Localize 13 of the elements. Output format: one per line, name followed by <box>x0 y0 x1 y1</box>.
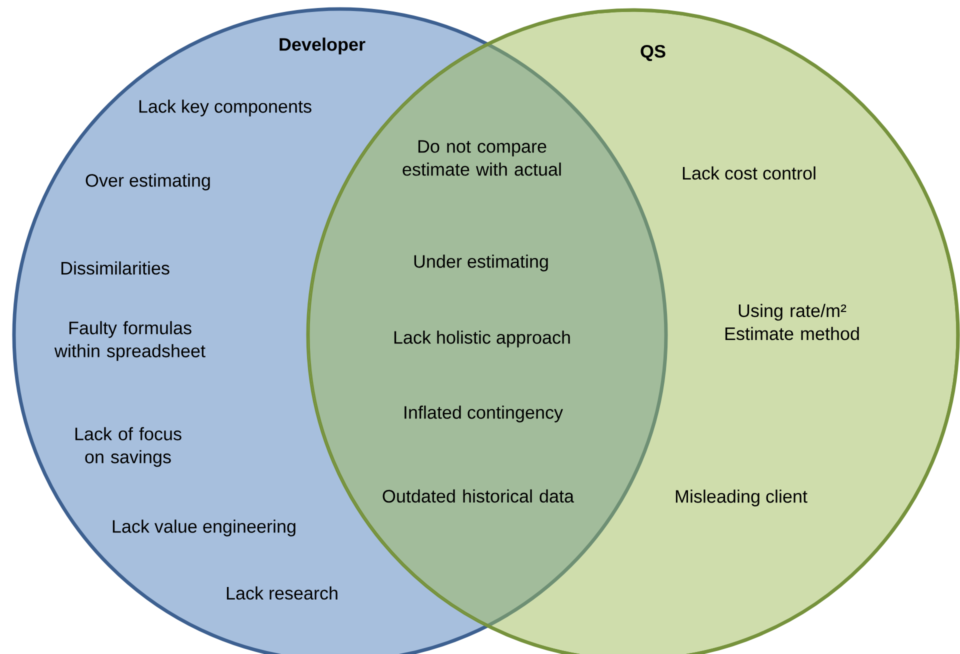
item-text: Lack of focus on savings <box>75 427 182 467</box>
item-text: Lack holistic approach <box>394 330 570 348</box>
item-text: Misleading client <box>676 490 808 506</box>
item-text: Faulty formulas within spreadsheet <box>54 321 206 361</box>
item-text: Outdated historical data <box>382 489 574 503</box>
item-text: Dissimilarities <box>61 261 170 275</box>
item-text: Do not compare estimate with actual <box>402 140 561 176</box>
item-text: Inflated contingency <box>404 406 563 422</box>
item-text: Using rate/m² Estimate method <box>725 304 859 340</box>
item-text: Under estimating <box>414 254 548 272</box>
item-text: Lack value engineering <box>112 520 296 536</box>
item-text: Lack cost control <box>682 166 816 180</box>
item-text: Over estimating <box>86 174 210 190</box>
